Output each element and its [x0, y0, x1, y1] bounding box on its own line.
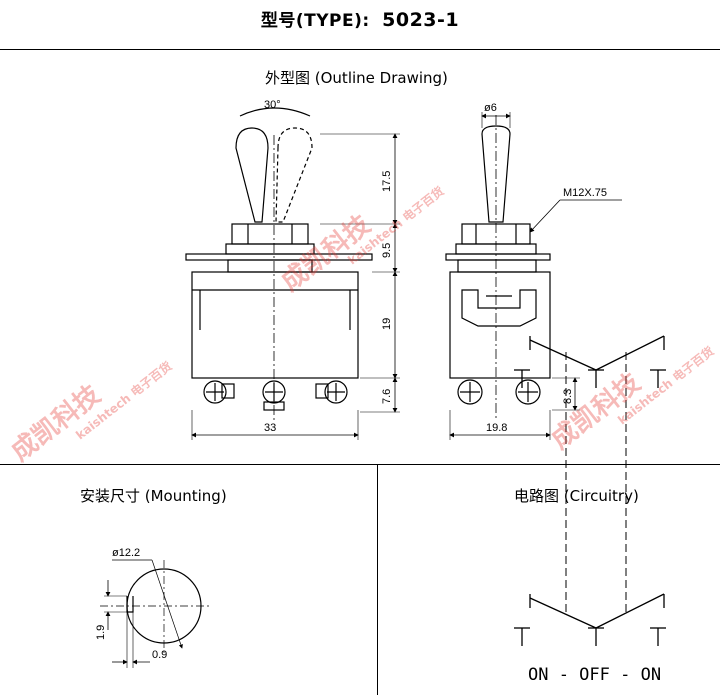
- front-terminals: [203, 380, 348, 411]
- dim-body-height: 19: [381, 318, 393, 330]
- dim-key-width: 0.9: [152, 649, 167, 661]
- dim-angle: 30°: [264, 99, 281, 111]
- page-title: 型号(TYPE): 5023-1: [0, 6, 720, 31]
- dim-side-terminal: 8.3: [562, 389, 574, 404]
- type-label: 型号(TYPE):: [260, 11, 370, 31]
- front-view: [185, 107, 400, 440]
- circuit-diagram: [514, 335, 666, 646]
- dim-body-width: 33: [264, 422, 276, 434]
- mounting-drawing: [100, 559, 210, 668]
- dim-terminal-height: 7.6: [381, 389, 393, 404]
- side-view: [445, 112, 622, 440]
- circuitry-title: 电路图 (Circuitry): [514, 487, 639, 505]
- dim-key-height: 1.9: [95, 625, 107, 640]
- dim-lever-dia: ø6: [484, 102, 497, 114]
- dim-hole-dia: ø12.2: [112, 547, 140, 559]
- model-number: 5023-1: [382, 9, 460, 31]
- section-divider: [0, 464, 720, 465]
- outline-drawing-title: 外型图 (Outline Drawing): [265, 69, 448, 87]
- header-divider: [0, 49, 720, 50]
- dim-side-width: 19.8: [486, 422, 507, 434]
- mounting-title: 安装尺寸 (Mounting): [80, 487, 227, 505]
- dim-lever-height: 17.5: [381, 171, 393, 192]
- watermark: 成凯科技 成凯科技 成凯科技 kaishtech 电子百货 kaishtech …: [6, 183, 717, 467]
- circuit-positions: ON - OFF - ON: [528, 665, 661, 685]
- dim-thread: M12X.75: [563, 187, 607, 199]
- mounting-circuit-divider: [377, 464, 378, 695]
- dim-bushing-height: 9.5: [381, 243, 393, 258]
